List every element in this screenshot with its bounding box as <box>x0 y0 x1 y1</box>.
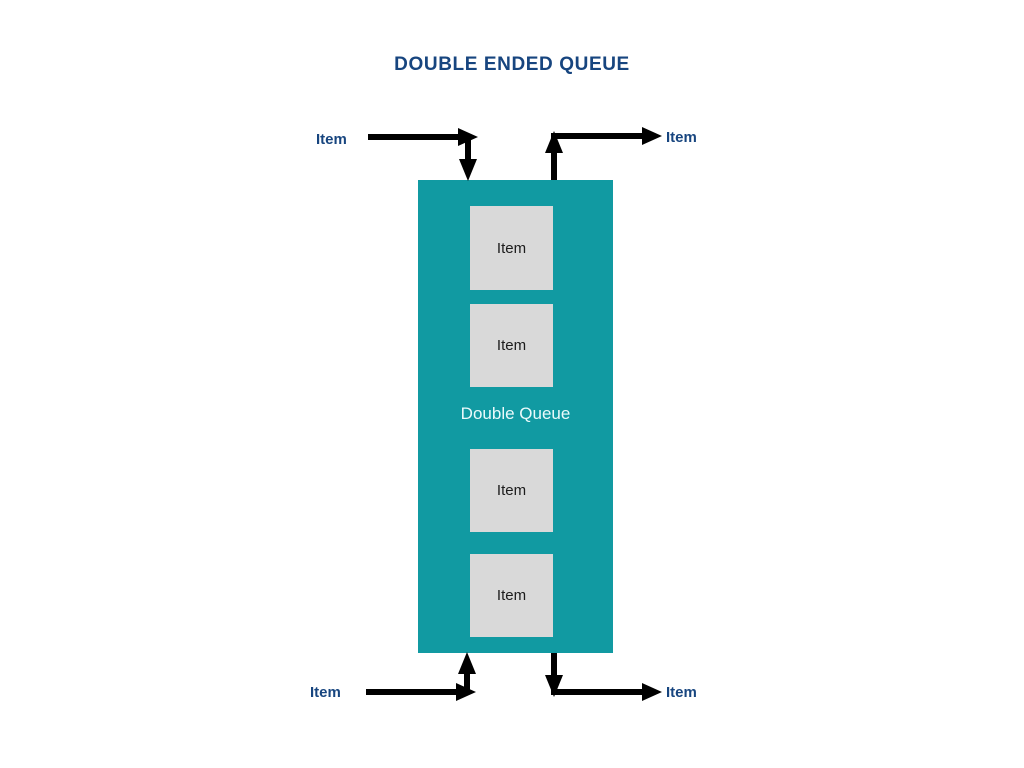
remove-rear-arrow <box>545 653 662 701</box>
remove-front-arrow <box>545 127 662 180</box>
endpoint-label-top-right: Item <box>666 129 697 146</box>
endpoint-label-bottom-left: Item <box>310 684 341 701</box>
endpoint-label-top-left: Item <box>316 131 347 148</box>
queue-container-label: Double Queue <box>460 404 571 423</box>
endpoint-label-bottom-right: Item <box>666 684 697 701</box>
page-title: DOUBLE ENDED QUEUE <box>394 54 630 75</box>
queue-cell-label: Item <box>496 337 527 354</box>
queue-cell: Item <box>470 206 553 290</box>
queue-cell: Item <box>470 449 553 532</box>
queue-cell-label: Item <box>496 482 527 499</box>
queue-cell: Item <box>470 554 553 637</box>
insert-rear-arrow <box>366 652 476 701</box>
queue-cell-label: Item <box>496 587 527 604</box>
queue-cell-label: Item <box>496 239 527 257</box>
queue-cell: Item <box>470 304 553 387</box>
insert-front-arrow <box>368 128 478 181</box>
